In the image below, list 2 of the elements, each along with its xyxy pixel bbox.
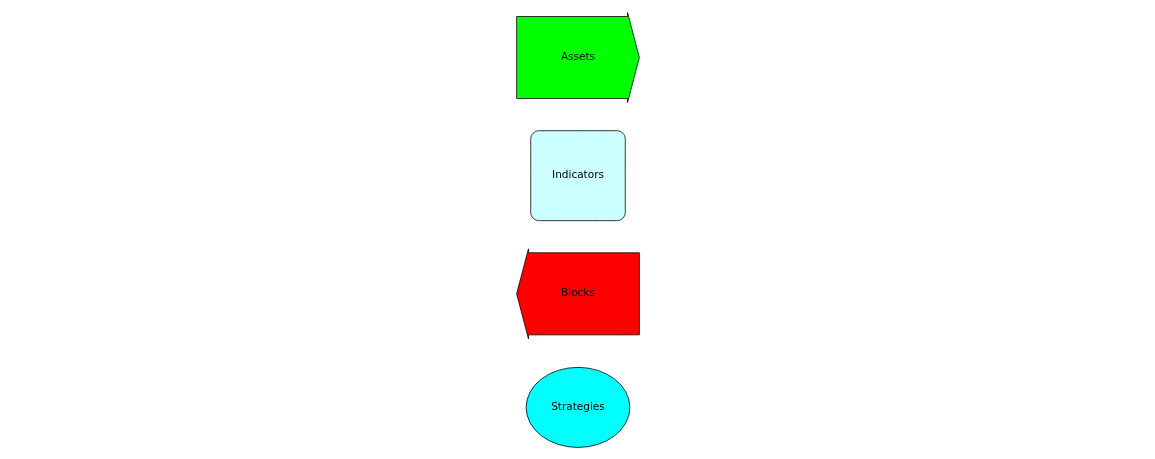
node-ellipse: Strategies xyxy=(525,366,630,448)
node-box: Indicators xyxy=(529,129,626,221)
